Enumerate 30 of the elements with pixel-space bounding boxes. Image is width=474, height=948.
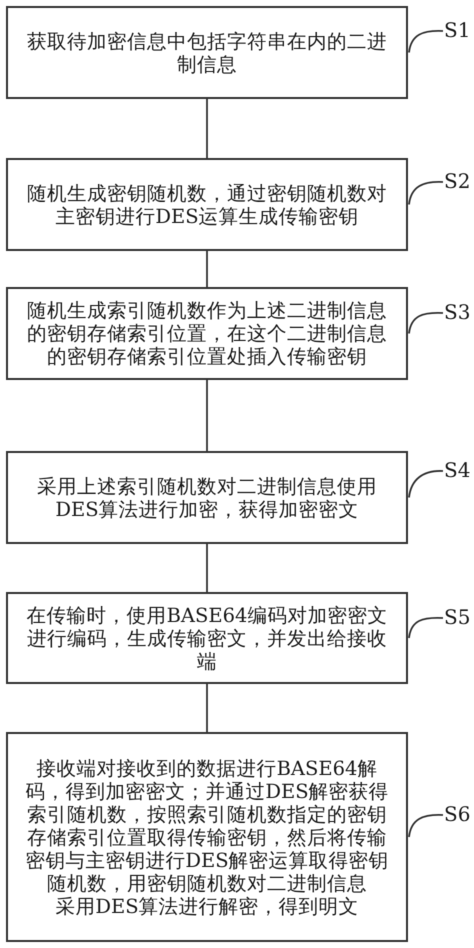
leader-line xyxy=(408,470,443,498)
process-box xyxy=(6,158,408,251)
leader-line xyxy=(408,181,444,205)
step-number: S1 xyxy=(444,19,470,43)
process-box xyxy=(6,287,408,380)
connector-line xyxy=(206,251,208,287)
process-box xyxy=(6,732,408,942)
leader-line xyxy=(408,814,444,838)
connector-line xyxy=(206,380,208,451)
step-text: 采用上述索引随机数对二进制信息使用DES算法进行加密，获得加密密文 xyxy=(36,474,378,520)
step-text: 在传输时，使用BASE64编码对加密密文进行编码，生成传输密文，并发出给接收端 xyxy=(26,604,388,672)
step-number: S6 xyxy=(444,803,470,827)
process-box xyxy=(6,592,408,684)
step-text: 获取待加密信息中包括字符串在内的二进制信息 xyxy=(26,30,388,76)
step-number: S4 xyxy=(444,459,470,483)
step-number: S2 xyxy=(444,170,470,194)
connector-line xyxy=(206,684,208,732)
connector-line xyxy=(206,99,208,158)
step-number: S3 xyxy=(444,301,470,325)
process-box xyxy=(6,6,408,99)
leader-line xyxy=(408,30,444,53)
connector-line xyxy=(206,544,208,592)
step-text: 接收端对接收到的数据进行BASE64解码，得到加密密文；并通过DES解密获得索引随机数，按照索引随机数指定的密钥存储索引位置取得传输密钥，然后将传输密钥与主密钥进行DES解密运算取得密钥随机数，用密钥随机数对二进制信息 xyxy=(24,756,390,894)
step-text: 随机生成密钥随机数，通过密钥随机数对主密钥进行DES运算生成传输密钥 xyxy=(26,182,388,228)
leader-line xyxy=(408,312,444,334)
process-box xyxy=(6,451,408,544)
step-number: S5 xyxy=(444,606,470,630)
leader-line xyxy=(408,616,444,638)
step-text: 采用DES算法进行解密，得到明文 xyxy=(55,894,359,918)
step-text: 随机生成索引随机数作为上述二进制信息的密钥存储索引位置，在这个二进制信息的密钥存储索引位置处插入传输密钥 xyxy=(26,299,388,368)
